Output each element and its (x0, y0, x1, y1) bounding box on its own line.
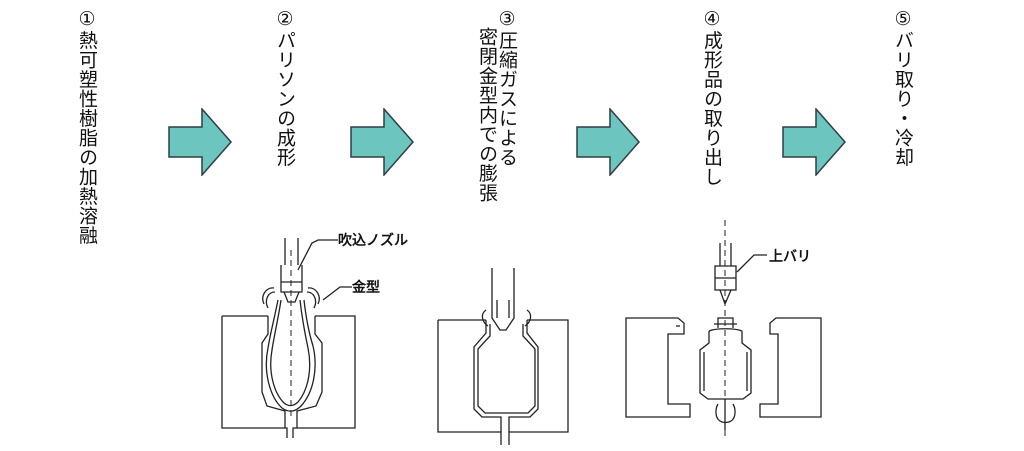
figure-parison-mold (221, 238, 356, 438)
figure-blow-mold (437, 268, 569, 445)
step-4-remove: ④成形品の取り出し (701, 8, 723, 187)
step-5-deflash-cool: ⑤バリ取り・冷却 (892, 8, 914, 167)
figure-ejection (625, 243, 822, 430)
process-arrow-4 (782, 108, 846, 176)
process-arrow-2 (350, 108, 414, 176)
top-flash-label: 上バリ (769, 249, 811, 265)
step-3-line2: 密閉金型内での膨張 (476, 27, 498, 203)
blow-nozzle-label: 吹込ノズル (338, 233, 408, 249)
mold-label: 金型 (352, 280, 380, 296)
process-arrow-1 (168, 108, 232, 176)
process-arrow-3 (576, 108, 640, 176)
step-2-parison: ②パリソンの成形 (274, 8, 296, 167)
step-3-line1: ③圧縮ガスによる (496, 8, 518, 167)
step-1-heat-melt: ①熱可塑性樹脂の加熱溶融 (76, 8, 98, 245)
